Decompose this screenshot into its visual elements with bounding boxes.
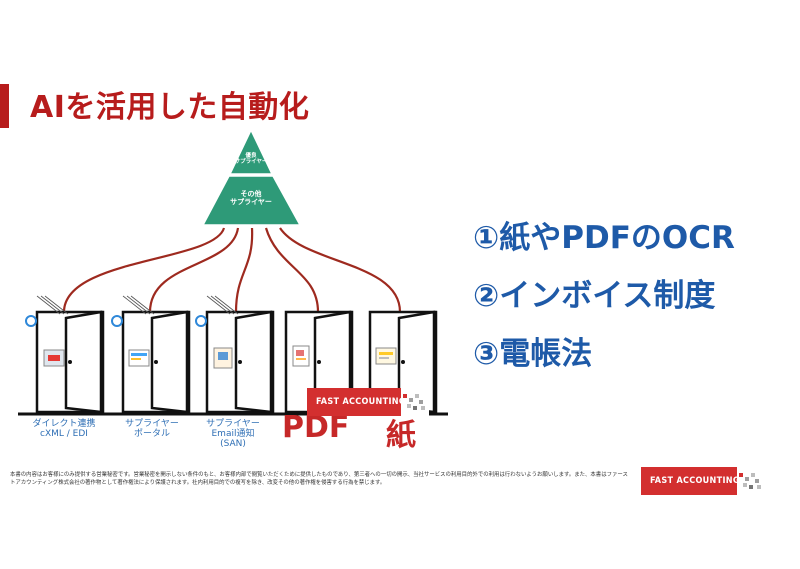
- brand-text: FAST ACCOUNTING: [316, 397, 406, 407]
- pyramid-top: [228, 128, 274, 175]
- door-direct: [25, 295, 105, 414]
- pixel-logo-icon: [737, 467, 765, 495]
- page-title: AIを活用した自動化: [30, 90, 310, 125]
- feature-item-invoice: ②インボイス制度: [473, 278, 716, 314]
- title-accent-bar: [0, 84, 9, 128]
- pixel-logo-icon: [401, 388, 429, 416]
- pyramid-top-label: 優良 サプライヤー: [231, 153, 271, 166]
- feature-item-ocr: ①紙やPDFのOCR: [473, 220, 735, 256]
- door-label-paper: 紙: [386, 418, 416, 453]
- label-line: Email通知: [211, 428, 255, 439]
- connector-line: [279, 227, 402, 313]
- feature-list: ①紙やPDFのOCR ②インボイス制度 ③電帳法: [473, 218, 735, 392]
- connector-line: [234, 227, 254, 313]
- door-label-portal: サプライヤー ポータル: [112, 419, 192, 440]
- label-line: サプライヤー: [125, 419, 179, 429]
- brand-badge-diagram: FAST ACCOUNTING: [307, 388, 429, 416]
- pyramid-mid-label: その他 サプライヤー: [226, 190, 276, 206]
- pyramid-top-line1: 優良: [245, 153, 257, 159]
- pyramid-mid-line2: サプライヤー: [230, 198, 272, 207]
- pyramid-base: [201, 175, 302, 226]
- label-line: サプライヤー: [206, 419, 260, 429]
- brand-text: FAST ACCOUNTING: [650, 476, 740, 486]
- label-line: ポータル: [133, 428, 170, 439]
- confidentiality-notice: 本書の内容はお客様にのみ提供する営業秘密です。営業秘密を開示しない条件のもと、お…: [10, 472, 628, 487]
- label-line: ダイレクト連携: [32, 419, 96, 429]
- door-label-email: サプライヤー Email通知 (SAN): [196, 419, 270, 450]
- door-label-direct: ダイレクト連携 cXML / EDI: [22, 419, 106, 440]
- label-line: cXML / EDI: [40, 428, 88, 439]
- connector-line: [148, 227, 240, 313]
- pyramid-mid-line1: その他: [240, 190, 262, 198]
- door-portal: [111, 295, 191, 414]
- label-line: (SAN): [220, 438, 246, 449]
- door-email: [195, 295, 275, 414]
- brand-badge-footer: FAST ACCOUNTING: [641, 467, 765, 495]
- connector-line: [264, 227, 320, 313]
- pyramid-top-line2: サプライヤー: [234, 159, 268, 166]
- connector-line: [62, 227, 226, 313]
- feature-item-denchoho: ③電帳法: [473, 336, 593, 372]
